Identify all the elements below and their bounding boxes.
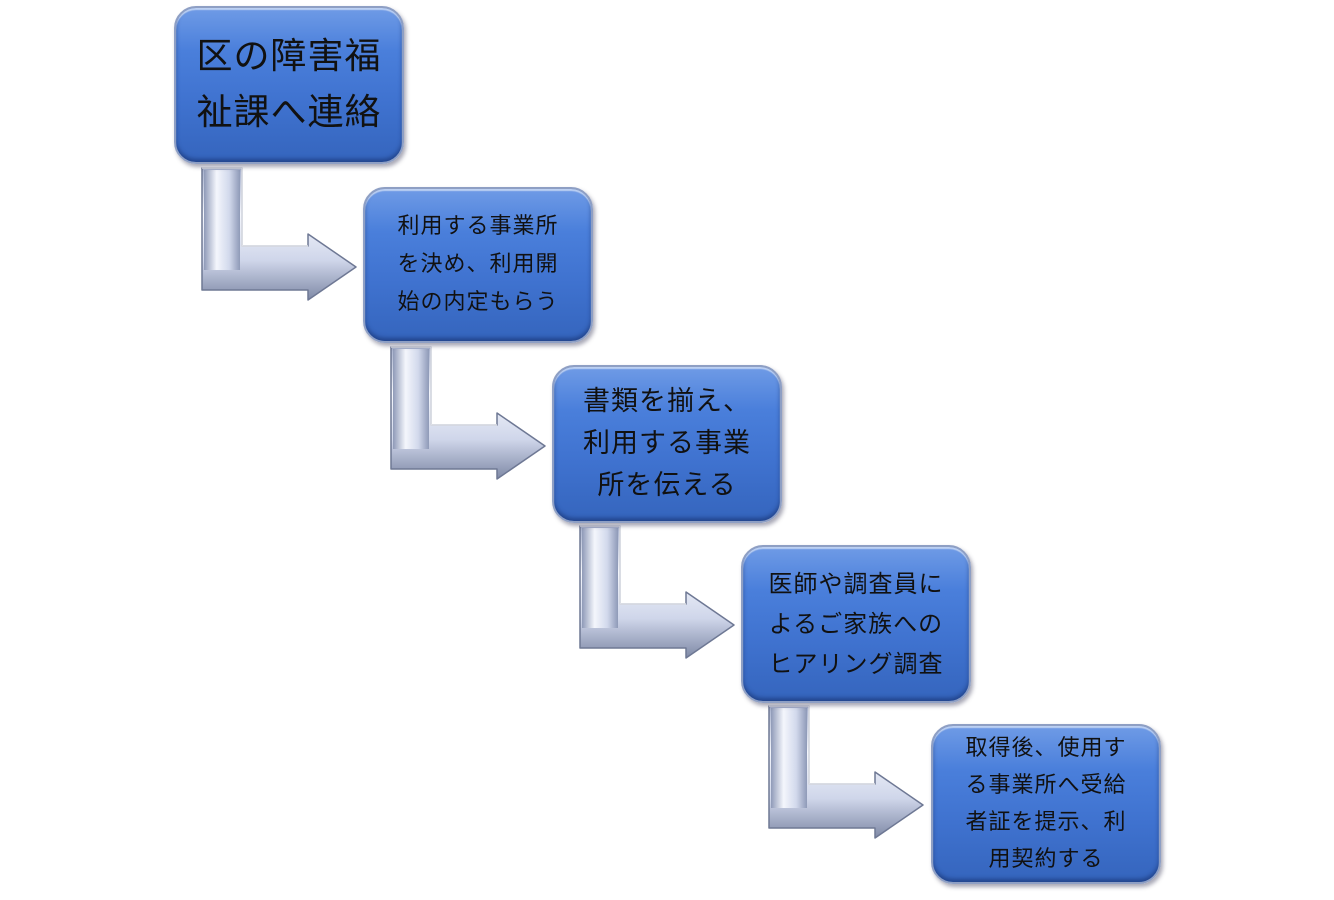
step-box-2: 利用する事業所 を決め、利用開 始の内定もらう xyxy=(363,187,593,343)
connector-arrow-2 xyxy=(390,346,546,480)
connector-arrow-1 xyxy=(201,167,357,301)
step-box-5: 取得後、使用す る事業所へ受給 者証を提示、利 用契約する xyxy=(931,724,1161,884)
connector-arrow-3 xyxy=(579,525,735,659)
step-box-1: 区の障害福 祉課へ連絡 xyxy=(174,6,404,164)
connector-arrow-4 xyxy=(768,705,924,839)
step-box-3: 書類を揃え、 利用する事業 所を伝える xyxy=(552,365,782,523)
step-box-4: 医師や調査員に よるご家族への ヒアリング調査 xyxy=(741,545,971,703)
